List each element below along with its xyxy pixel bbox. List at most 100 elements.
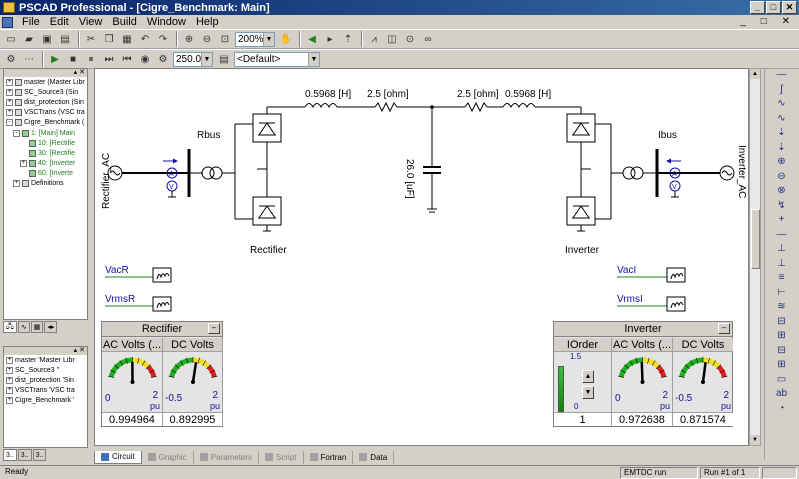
library-item[interactable]: +Cigre_Benchmark ' <box>4 396 87 406</box>
palette-component-icon[interactable]: ∿ <box>777 98 786 109</box>
snapshot-icon[interactable]: ◉ <box>140 53 150 65</box>
zoom-select[interactable]: 200% ▼ <box>235 31 275 47</box>
tree-item[interactable]: +Definitions <box>4 179 87 189</box>
maximize-button[interactable]: □ <box>766 1 781 14</box>
tree-item[interactable]: 60: [Inverte <box>4 169 87 179</box>
palette-component-icon[interactable]: ⊞ <box>777 359 786 370</box>
expander-icon[interactable]: + <box>6 356 13 364</box>
ammeter-icon[interactable] <box>166 167 178 179</box>
expander-icon[interactable]: + <box>6 376 13 384</box>
palette-component-icon[interactable]: ab <box>775 388 788 399</box>
tab-script[interactable]: Script <box>259 450 304 464</box>
scroll-up-icon[interactable]: ▲ <box>750 69 760 79</box>
layer-select[interactable]: <Default> ▼ <box>234 51 320 67</box>
order-slider[interactable] <box>558 366 564 412</box>
tab-waveform[interactable]: ∿ <box>17 321 30 333</box>
panel-controls[interactable]: ▴ ✕ <box>4 69 87 77</box>
tree-item[interactable]: 30: [Rectifie <box>4 148 87 158</box>
menu-view[interactable]: View <box>78 16 103 28</box>
palette-component-icon[interactable]: — <box>776 228 787 240</box>
minimize-panel-button[interactable]: – <box>208 323 220 334</box>
pause-icon[interactable]: ⏸ <box>88 53 94 65</box>
palette-component-icon[interactable]: ʃ <box>780 83 783 95</box>
palette-component-icon[interactable]: ⊟ <box>777 315 786 327</box>
decrease-button[interactable]: ▼ <box>582 386 594 399</box>
chevron-down-icon[interactable]: ▼ <box>263 32 274 46</box>
palette-component-icon[interactable]: ⇣ <box>777 127 786 138</box>
expander-icon[interactable]: + <box>6 366 13 374</box>
inductor-icon[interactable] <box>304 103 338 109</box>
palette-component-icon[interactable]: ≡ <box>778 272 785 283</box>
palette-component-icon[interactable]: ⇣ <box>777 141 786 153</box>
tab-build-messages[interactable]: 3.. <box>3 449 17 461</box>
palette-component-icon[interactable]: ⊥ <box>777 257 786 269</box>
transformer-icon[interactable] <box>201 166 215 180</box>
binoculars-icon[interactable]: ∞ <box>424 33 432 45</box>
forward-icon[interactable]: ▸ <box>327 33 333 45</box>
paste-icon[interactable]: ▦ <box>122 33 132 45</box>
tree-item[interactable]: +VSCTrans (VSC tra <box>4 108 87 118</box>
settings-icon[interactable]: ⚙ <box>158 53 168 65</box>
timestep-icon[interactable]: ⋯ <box>24 53 34 65</box>
palette-component-icon[interactable]: + <box>778 214 785 225</box>
stop-icon[interactable]: ■ <box>69 53 77 65</box>
ammeter-icon[interactable] <box>669 167 681 179</box>
tab-libraries[interactable]: ▦ <box>30 321 44 333</box>
duration-select[interactable]: 250.0 ▼ <box>173 51 213 67</box>
undo-icon[interactable]: ↶ <box>140 33 150 45</box>
zoom-in-icon[interactable]: ⊕ <box>184 33 194 45</box>
expander-icon[interactable]: + <box>6 98 13 106</box>
tab-data[interactable]: Data <box>353 450 395 464</box>
palette-component-icon[interactable]: ◔ <box>778 402 785 414</box>
palette-component-icon[interactable]: ∿ <box>777 112 786 124</box>
expander-icon[interactable]: + <box>6 387 13 395</box>
rectifier-bridge-top[interactable] <box>252 113 282 143</box>
menu-file[interactable]: File <box>22 16 40 28</box>
vertical-scrollbar[interactable]: ▲ ▼ <box>749 68 761 446</box>
tree-item[interactable]: +master (Master Libr <box>4 77 87 87</box>
mdi-controls[interactable]: _ □ ✕ <box>740 16 796 27</box>
expander-icon[interactable]: + <box>13 180 20 188</box>
palette-component-icon[interactable]: ⊗ <box>777 185 786 196</box>
tab-runtime-messages[interactable]: 3.. <box>17 449 32 461</box>
minimize-button[interactable]: _ <box>750 1 765 14</box>
circuit-canvas[interactable]: A V Rbus Rectifier 0.5968 [H] <box>94 68 749 446</box>
print-icon[interactable]: ▤ <box>60 33 70 45</box>
menu-build[interactable]: Build <box>112 16 137 28</box>
tab-parameters[interactable]: Parameters <box>194 450 260 464</box>
tree-item[interactable]: 10: [Rectifie <box>4 138 87 148</box>
tab-fortran[interactable]: Fortran <box>304 450 354 464</box>
back-icon[interactable]: ◀ <box>308 33 316 45</box>
go-up-icon[interactable]: ⇡ <box>343 33 353 45</box>
save-icon[interactable]: ▣ <box>42 33 52 45</box>
menu-help[interactable]: Help <box>195 16 219 28</box>
library-item[interactable]: +VSCTrans 'VSC tra <box>4 386 87 396</box>
resistor-icon[interactable] <box>464 101 488 113</box>
run-icon[interactable]: ▶ <box>51 53 59 65</box>
minimize-panel-button[interactable]: – <box>718 323 730 334</box>
copy-icon[interactable]: ❐ <box>104 33 114 45</box>
inverter-bridge-top[interactable] <box>566 113 596 143</box>
palette-component-icon[interactable]: ▭ <box>776 373 787 385</box>
tab-circuit[interactable]: Circuit <box>94 450 142 464</box>
menu-window[interactable]: Window <box>146 16 186 28</box>
tree-item[interactable]: +40: [Inverter <box>4 159 87 169</box>
rewind-icon[interactable]: ⏮ <box>122 53 132 65</box>
expander-icon[interactable]: + <box>6 397 13 405</box>
tab-graphic[interactable]: Graphic <box>142 450 194 464</box>
find-icon[interactable]: ⊙ <box>405 33 415 45</box>
inductor-icon[interactable] <box>502 103 536 109</box>
scroll-thumb[interactable] <box>751 209 760 269</box>
tree-item[interactable]: -1: [Main] Main <box>4 128 87 138</box>
scroll-down-icon[interactable]: ▼ <box>750 435 760 445</box>
resistor-icon[interactable] <box>374 101 398 113</box>
chevron-down-icon[interactable]: ▼ <box>308 52 319 66</box>
rectifier-bridge-bottom[interactable] <box>252 196 282 226</box>
tree-item[interactable]: +dist_protection (Sin <box>4 97 87 107</box>
transformer-icon[interactable] <box>622 166 636 180</box>
library-item[interactable]: +SC_Source3 '' <box>4 365 87 375</box>
graph-icon[interactable]: ⩘ <box>371 33 377 45</box>
zoom-out-icon[interactable]: ⊖ <box>202 33 212 45</box>
increase-button[interactable]: ▲ <box>582 370 594 383</box>
expander-icon[interactable]: + <box>6 88 13 96</box>
